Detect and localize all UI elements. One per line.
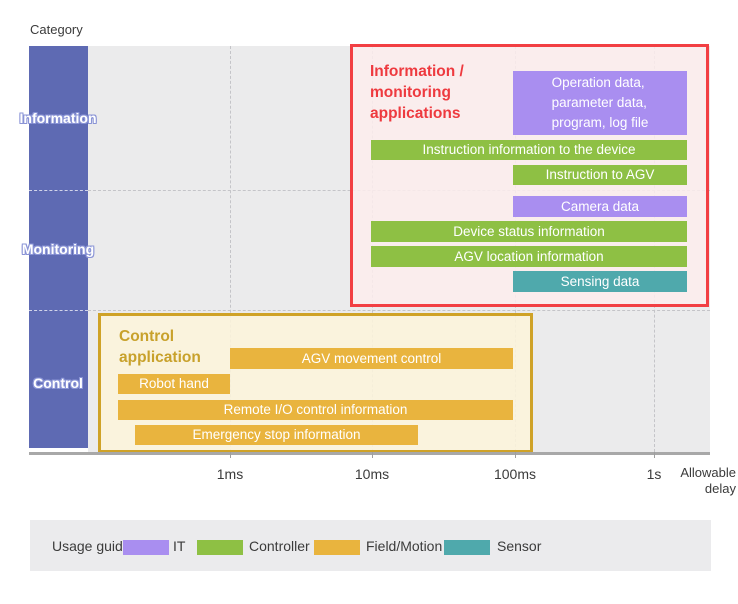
gridline-1ms — [230, 46, 231, 452]
bar-label-robot-hand: Robot hand — [139, 376, 209, 391]
info-monitoring-box-title: Information / monitoring applications — [370, 63, 464, 122]
x-axis-unit-label: Allowable delay — [680, 465, 736, 496]
bar-operation-data: Operation data, parameter data, program,… — [513, 71, 687, 135]
bar-camera-data: Camera data — [513, 196, 687, 217]
category-column — [29, 46, 88, 448]
legend-swatch-sensor — [444, 540, 490, 555]
x-tick-label-1ms: 1ms — [216, 466, 244, 482]
x-tick-label-100ms: 100ms — [493, 466, 537, 482]
bar-remote-io-control: Remote I/O control information — [118, 400, 513, 420]
bar-label-agv-location: AGV location information — [454, 248, 604, 264]
legend-swatch-controller — [197, 540, 243, 555]
bar-label-device-status: Device status information — [453, 223, 605, 239]
bar-label-sensing-data: Sensing data — [560, 273, 640, 289]
usage-guide-legend: Usage guide IT Controller Field/Motion Sens… — [30, 520, 711, 571]
h-gridline-blue-0 — [29, 190, 88, 191]
control-box-title: Control application — [119, 328, 201, 366]
legend-label-it: IT — [173, 537, 186, 554]
x-axis-line — [29, 452, 710, 455]
category-label-monitoring: Monitoring — [21, 241, 95, 257]
bar-label-camera-data: Camera data — [560, 198, 640, 214]
bar-device-status: Device status information — [371, 221, 687, 242]
bar-label-instruction-to-agv: Instruction to AGV — [545, 167, 655, 182]
bar-instruction-to-agv: Instruction to AGV — [513, 165, 687, 185]
legend-label-controller: Controller — [249, 537, 310, 554]
bar-robot-hand: Robot hand — [118, 374, 230, 394]
legend-swatch-field-motion — [314, 540, 360, 555]
bar-label-instruction-to-device: Instruction information to the device — [422, 142, 636, 157]
bar-emergency-stop: Emergency stop information — [135, 425, 418, 445]
bar-instruction-to-device: Instruction information to the device — [371, 140, 687, 160]
h-gridline-blue-1 — [29, 310, 88, 311]
x-tick-label-1s: 1s — [646, 466, 662, 482]
tick-mark-10ms — [372, 452, 373, 458]
bar-label-remote-io-control: Remote I/O control information — [223, 402, 408, 417]
legend-label-field-motion: Field/Motion — [366, 537, 443, 554]
legend-label-sensor: Sensor — [497, 537, 542, 554]
x-tick-label-10ms: 10ms — [354, 466, 390, 482]
legend-title: Usage guide — [52, 537, 131, 554]
tick-mark-100ms — [515, 452, 516, 458]
bar-label-agv-movement-control: AGV movement control — [301, 350, 442, 366]
bar-agv-location: AGV location information — [371, 246, 687, 267]
tick-mark-1s — [654, 452, 655, 458]
category-label-control: Control — [33, 375, 83, 391]
bar-label-emergency-stop: Emergency stop information — [192, 427, 361, 442]
category-axis-title: Category — [30, 22, 83, 37]
bar-sensing-data: Sensing data — [513, 271, 687, 292]
bar-agv-movement-control: AGV movement control — [230, 348, 513, 369]
category-label-information: Information — [19, 110, 97, 126]
bar-label-operation-data: Operation data, parameter data, program,… — [551, 75, 649, 130]
legend-swatch-it — [123, 540, 169, 555]
tick-mark-1ms — [230, 452, 231, 458]
h-gridline-1 — [88, 310, 710, 311]
